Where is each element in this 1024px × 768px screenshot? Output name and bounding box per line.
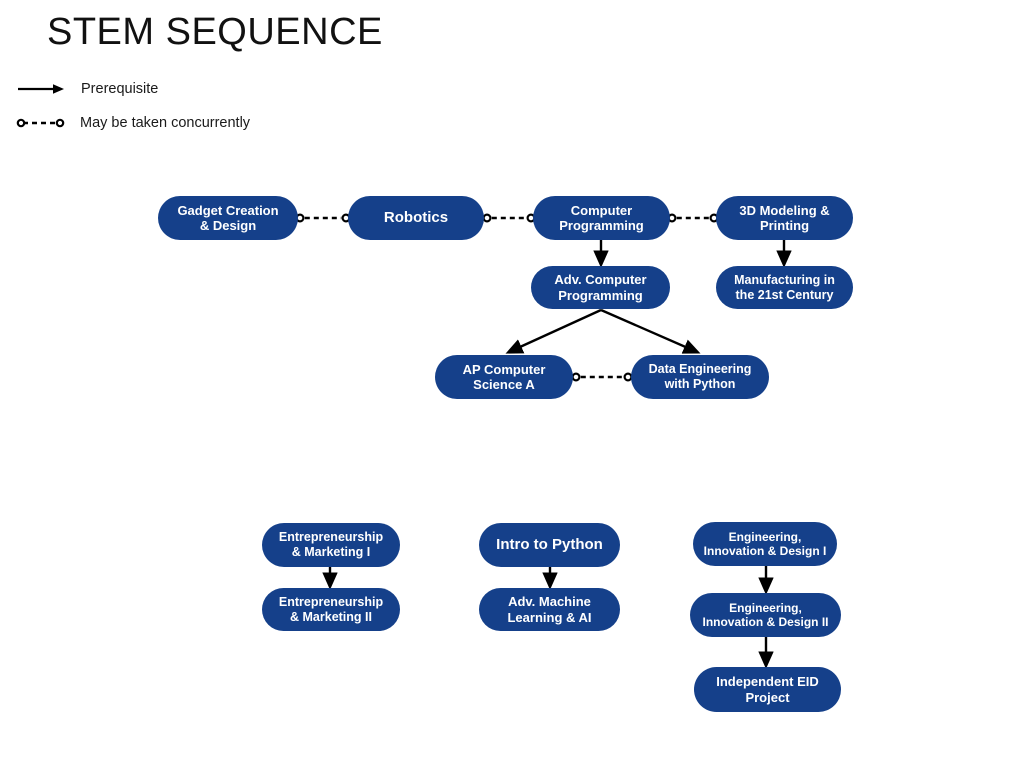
legend-label-concurrent: May be taken concurrently bbox=[80, 115, 251, 131]
node-intro-to-python[interactable]: Intro to Python bbox=[479, 523, 620, 567]
legend-label-prerequisite: Prerequisite bbox=[81, 81, 159, 97]
edge-robotics-to-compprog bbox=[482, 213, 536, 223]
solid-arrow-icon bbox=[18, 84, 64, 94]
node-ap-computer-science-a[interactable]: AP Computer Science A bbox=[435, 355, 573, 399]
node-adv-machine-learning-ai[interactable]: Adv. Machine Learning & AI bbox=[479, 588, 620, 631]
edge-gadget-to-robotics bbox=[295, 213, 351, 223]
node-engineering-design-1[interactable]: Engineering, Innovation & Design I bbox=[693, 522, 837, 566]
page-title: STEM SEQUENCE bbox=[47, 11, 383, 53]
edge-apcsa-to-dataeng bbox=[571, 372, 633, 382]
legend-item-concurrent: May be taken concurrently bbox=[16, 113, 250, 133]
node-3d-modeling-printing[interactable]: 3D Modeling & Printing bbox=[716, 196, 853, 240]
node-gadget-creation-design[interactable]: Gadget Creation & Design bbox=[158, 196, 298, 240]
node-robotics[interactable]: Robotics bbox=[348, 196, 484, 240]
edge-compprog-to-3dmodeling bbox=[667, 213, 719, 223]
edge-advcompprog-to-dataeng bbox=[600, 308, 701, 354]
edge-advcompprog-to-apcsa bbox=[505, 308, 602, 354]
node-manufacturing-21st[interactable]: Manufacturing in the 21st Century bbox=[716, 266, 853, 309]
node-engineering-design-2[interactable]: Engineering, Innovation & Design II bbox=[690, 593, 841, 637]
legend-item-prerequisite: Prerequisite bbox=[16, 79, 158, 99]
node-data-engineering-python[interactable]: Data Engineering with Python bbox=[631, 355, 769, 399]
node-entrepreneurship-1[interactable]: Entrepreneurship & Marketing I bbox=[262, 523, 400, 567]
node-computer-programming[interactable]: Computer Programming bbox=[533, 196, 670, 240]
node-entrepreneurship-2[interactable]: Entrepreneurship & Marketing II bbox=[262, 588, 400, 631]
dashed-circle-ended-line-icon bbox=[16, 118, 65, 128]
node-adv-computer-programming[interactable]: Adv. Computer Programming bbox=[531, 266, 670, 309]
node-independent-eid-project[interactable]: Independent EID Project bbox=[694, 667, 841, 712]
